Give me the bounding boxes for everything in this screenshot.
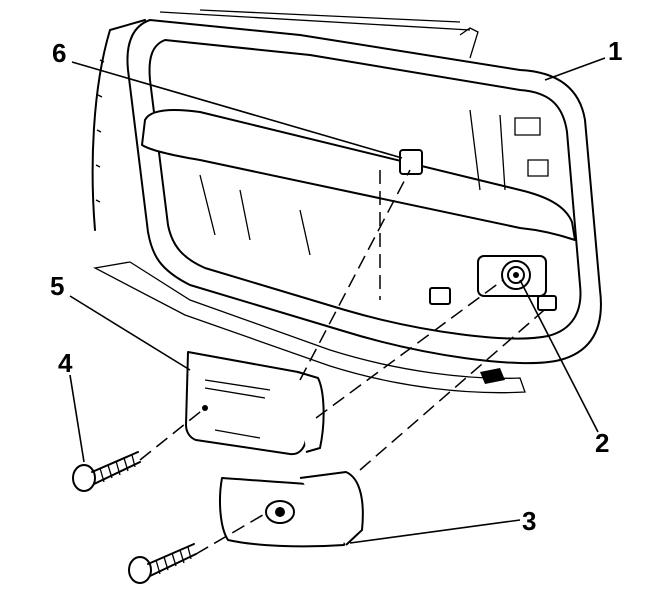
callout-6: 6 <box>52 38 66 68</box>
bezel-housing <box>92 19 602 394</box>
park-lamp-lens <box>185 351 325 456</box>
bulb-socket <box>501 260 531 290</box>
callout-5: 5 <box>50 271 64 301</box>
leader-lines <box>69 57 606 544</box>
callout-1: 1 <box>608 36 622 66</box>
callout-3: 3 <box>522 506 536 536</box>
side-marker-lens <box>219 471 364 548</box>
callout-4: 4 <box>58 348 73 378</box>
body-panel-outline <box>91 9 471 231</box>
assembly-dashed-lines <box>139 169 551 555</box>
screw-upper <box>72 451 141 492</box>
callout-labels: 1 2 3 4 5 6 <box>50 36 622 536</box>
screw-lower <box>128 543 197 584</box>
callout-2: 2 <box>595 428 609 458</box>
